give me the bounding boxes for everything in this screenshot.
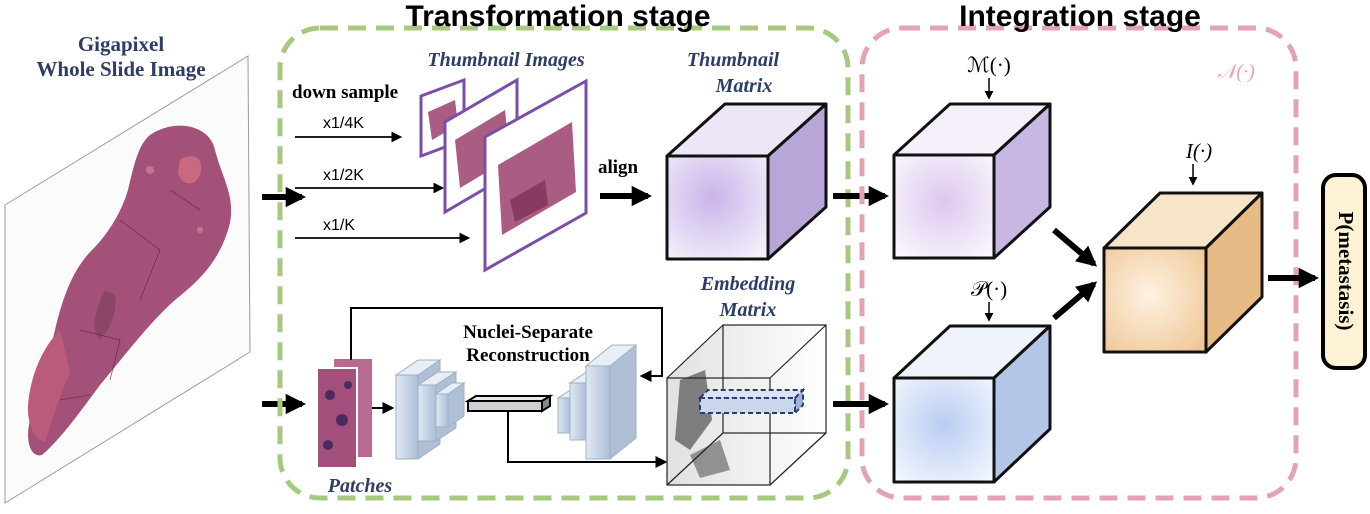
- wsi-panel: Gigapixel Whole Slide Image: [4, 32, 251, 504]
- patches-label: Patches: [327, 475, 393, 497]
- arrow-latent-to-embedding: [507, 411, 668, 468]
- p-cube: [892, 324, 1052, 484]
- thumbnail-matrix-cube: [665, 102, 828, 261]
- wsi-title-line2: Whole Slide Image: [36, 57, 205, 81]
- integration-stage-frame: [859, 25, 1299, 501]
- latent-vector: [464, 394, 554, 413]
- m-cube: [892, 102, 1052, 260]
- integration-stage: Integration stage 𝒩(·) ℳ(·) 𝒫(·) I(·): [859, 0, 1299, 501]
- patches: [316, 357, 374, 469]
- thumbnail-images-label: Thumbnail Images: [427, 49, 584, 71]
- arrow-m-to-i: [1052, 227, 1098, 267]
- embedding-matrix-label-line1: Embedding: [700, 273, 795, 295]
- scale-label-k: x1/K: [323, 217, 355, 234]
- embedding-matrix-cube: [666, 324, 827, 486]
- thumbnail-image-large: [483, 78, 588, 273]
- thumbnail-matrix-label-line1: Thumbnail: [687, 49, 780, 71]
- wsi-title-line1: Gigapixel: [78, 32, 165, 56]
- m-function-label: ℳ(·): [967, 53, 1010, 77]
- transformation-stage-title: Transformation stage: [405, 0, 710, 33]
- n-function-label: 𝒩(·): [1217, 61, 1255, 83]
- align-label: align: [598, 157, 639, 178]
- output-box: P(metastasis): [1321, 173, 1367, 370]
- decoder-blocks: [556, 343, 638, 461]
- wsi-tissue: [27, 125, 232, 456]
- nuclei-label-line1: Nuclei-Separate: [463, 322, 593, 343]
- i-function-label: I(·): [1185, 139, 1212, 163]
- encoder-blocks: [394, 359, 466, 460]
- thumbnail-matrix-label-line2: Matrix: [715, 75, 773, 97]
- reconstruction-loop: [350, 307, 663, 382]
- i-cube: [1102, 191, 1264, 354]
- wsi-cracks: [59, 189, 201, 401]
- embedding-slice: [697, 387, 806, 416]
- nuclei-label-line2: Reconstruction: [466, 345, 590, 366]
- output-label: P(metastasis): [1334, 212, 1358, 331]
- scale-label-2k: x1/2K: [323, 167, 364, 184]
- scale-label-4k: x1/4K: [323, 115, 364, 132]
- down-sample-label: down sample: [292, 82, 398, 103]
- p-function-label: 𝒫(·): [971, 277, 1007, 301]
- arrow-p-to-i: [1052, 281, 1098, 321]
- integration-stage-title: Integration stage: [959, 0, 1201, 33]
- embedding-matrix-label-line2: Matrix: [719, 299, 777, 321]
- transformation-stage-frame: [277, 25, 851, 501]
- transformation-stage: Transformation stage Thumbnail Images do…: [277, 0, 851, 501]
